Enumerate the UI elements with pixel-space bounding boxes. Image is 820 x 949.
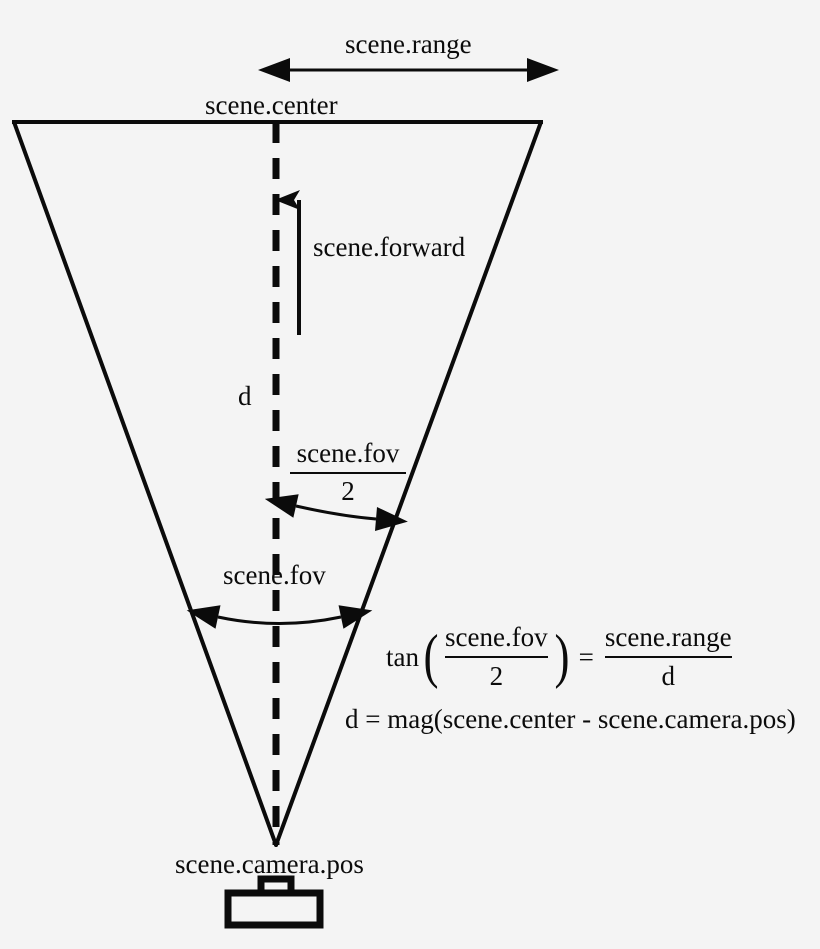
scene-fov-half-fraction: scene.fov 2 [290, 438, 406, 507]
distance-d-label: d [238, 381, 252, 411]
scene-fov-label: scene.fov [223, 560, 326, 590]
open-paren: ( [423, 623, 439, 690]
scene-fov-arc-arrow [186, 605, 373, 629]
scene-center-label: scene.center [205, 90, 338, 120]
equals-sign: = [578, 641, 594, 672]
tan-equation: tan ( scene.fov 2 ) = scene.range d [386, 622, 736, 692]
range-over-d-numerator: scene.range [604, 622, 732, 652]
scene-fov-half-fraction-bar [290, 472, 406, 474]
tan-argument-fraction: scene.fov 2 [441, 622, 552, 692]
range-over-d-fraction: scene.range d [601, 622, 736, 692]
frustum-right-edge [274, 120, 543, 847]
camera-body [224, 889, 324, 929]
range-over-d-fraction-bar [604, 656, 732, 658]
tan-argument-numerator: scene.fov [444, 622, 548, 652]
scene-fov-half-arc-arrow [264, 494, 408, 531]
frustum-left-edge [12, 120, 278, 847]
camera-icon [224, 875, 324, 929]
scene-fov-half-denominator: 2 [341, 476, 355, 506]
range-over-d-denominator: d [661, 661, 675, 691]
tan-argument-denominator: 2 [489, 661, 504, 691]
close-paren: ) [554, 623, 570, 690]
distance-equation: d = mag(scene.center - scene.camera.pos) [345, 704, 796, 734]
scene-range-label: scene.range [345, 29, 472, 59]
scene-forward-label: scene.forward [313, 232, 466, 262]
tan-function-label: tan [386, 641, 419, 672]
scene-camera-pos-label: scene.camera.pos [175, 849, 364, 879]
scene-fov-half-numerator: scene.fov [296, 438, 400, 468]
tan-argument-fraction-bar [444, 656, 548, 658]
